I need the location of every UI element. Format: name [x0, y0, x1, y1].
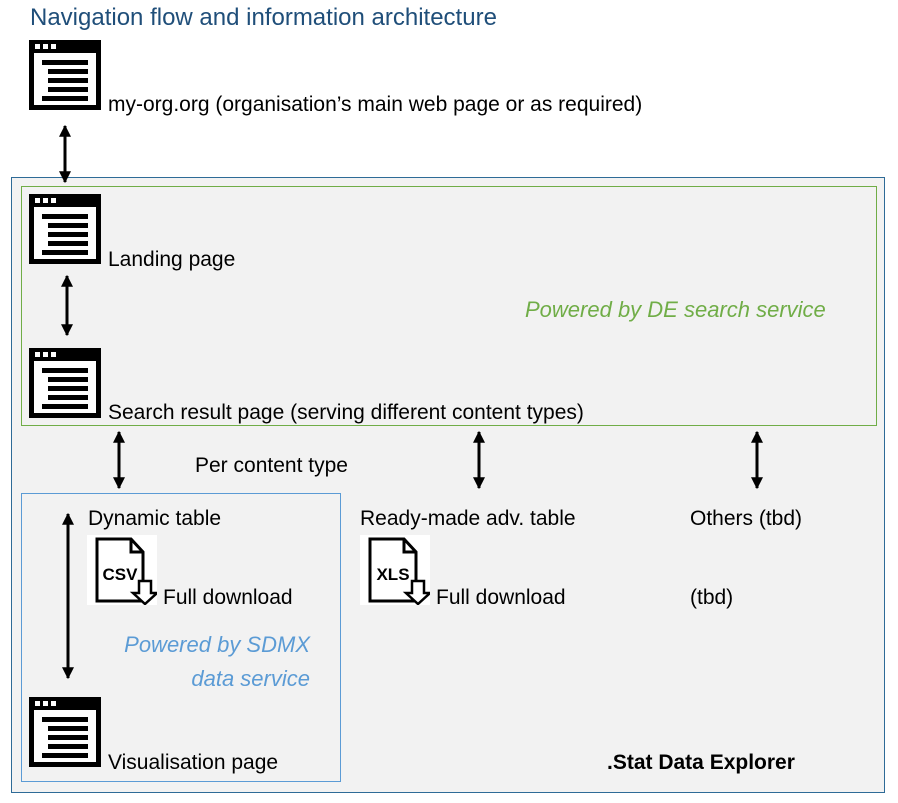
per-content-type-label: Per content type: [195, 454, 348, 477]
sdmx-service-region: [21, 493, 341, 782]
search-result-page-label: Search result page (serving different co…: [108, 401, 584, 424]
dynamic-table-label: Dynamic table: [88, 507, 222, 530]
visualisation-page-label: Visualisation page: [108, 751, 279, 774]
csv-file-icon: CSV: [87, 535, 157, 605]
xls-file-icon-label: XLS: [376, 565, 409, 584]
sdmx-service-label: Powered by SDMX data service: [100, 628, 310, 696]
full-download-csv-label: Full download: [163, 586, 293, 609]
webpage-icon: [29, 348, 101, 418]
webpage-icon: [29, 40, 101, 110]
org-page-label: my-org.org (organisation’s main web page…: [108, 93, 643, 116]
webpage-icon: [29, 194, 101, 264]
search-service-label: Powered by DE search service: [525, 297, 826, 322]
others-label: Others (tbd): [690, 507, 803, 530]
csv-file-icon-label: CSV: [103, 565, 139, 584]
diagram-title: Navigation flow and information architec…: [30, 4, 497, 31]
xls-file-icon: XLS: [360, 535, 430, 605]
ready-made-table-label: Ready-made adv. table: [360, 507, 576, 530]
search-service-region: [21, 186, 877, 426]
app-name-label: .Stat Data Explorer: [607, 751, 795, 774]
webpage-icon: [29, 697, 101, 767]
full-download-xls-label: Full download: [436, 586, 566, 609]
landing-page-label: Landing page: [108, 248, 236, 271]
others-tbd-label: (tbd): [690, 586, 734, 609]
data-explorer-region: [11, 177, 885, 793]
sdmx-service-label-line2: data service: [191, 666, 310, 691]
sdmx-service-label-line1: Powered by SDMX: [124, 632, 310, 657]
